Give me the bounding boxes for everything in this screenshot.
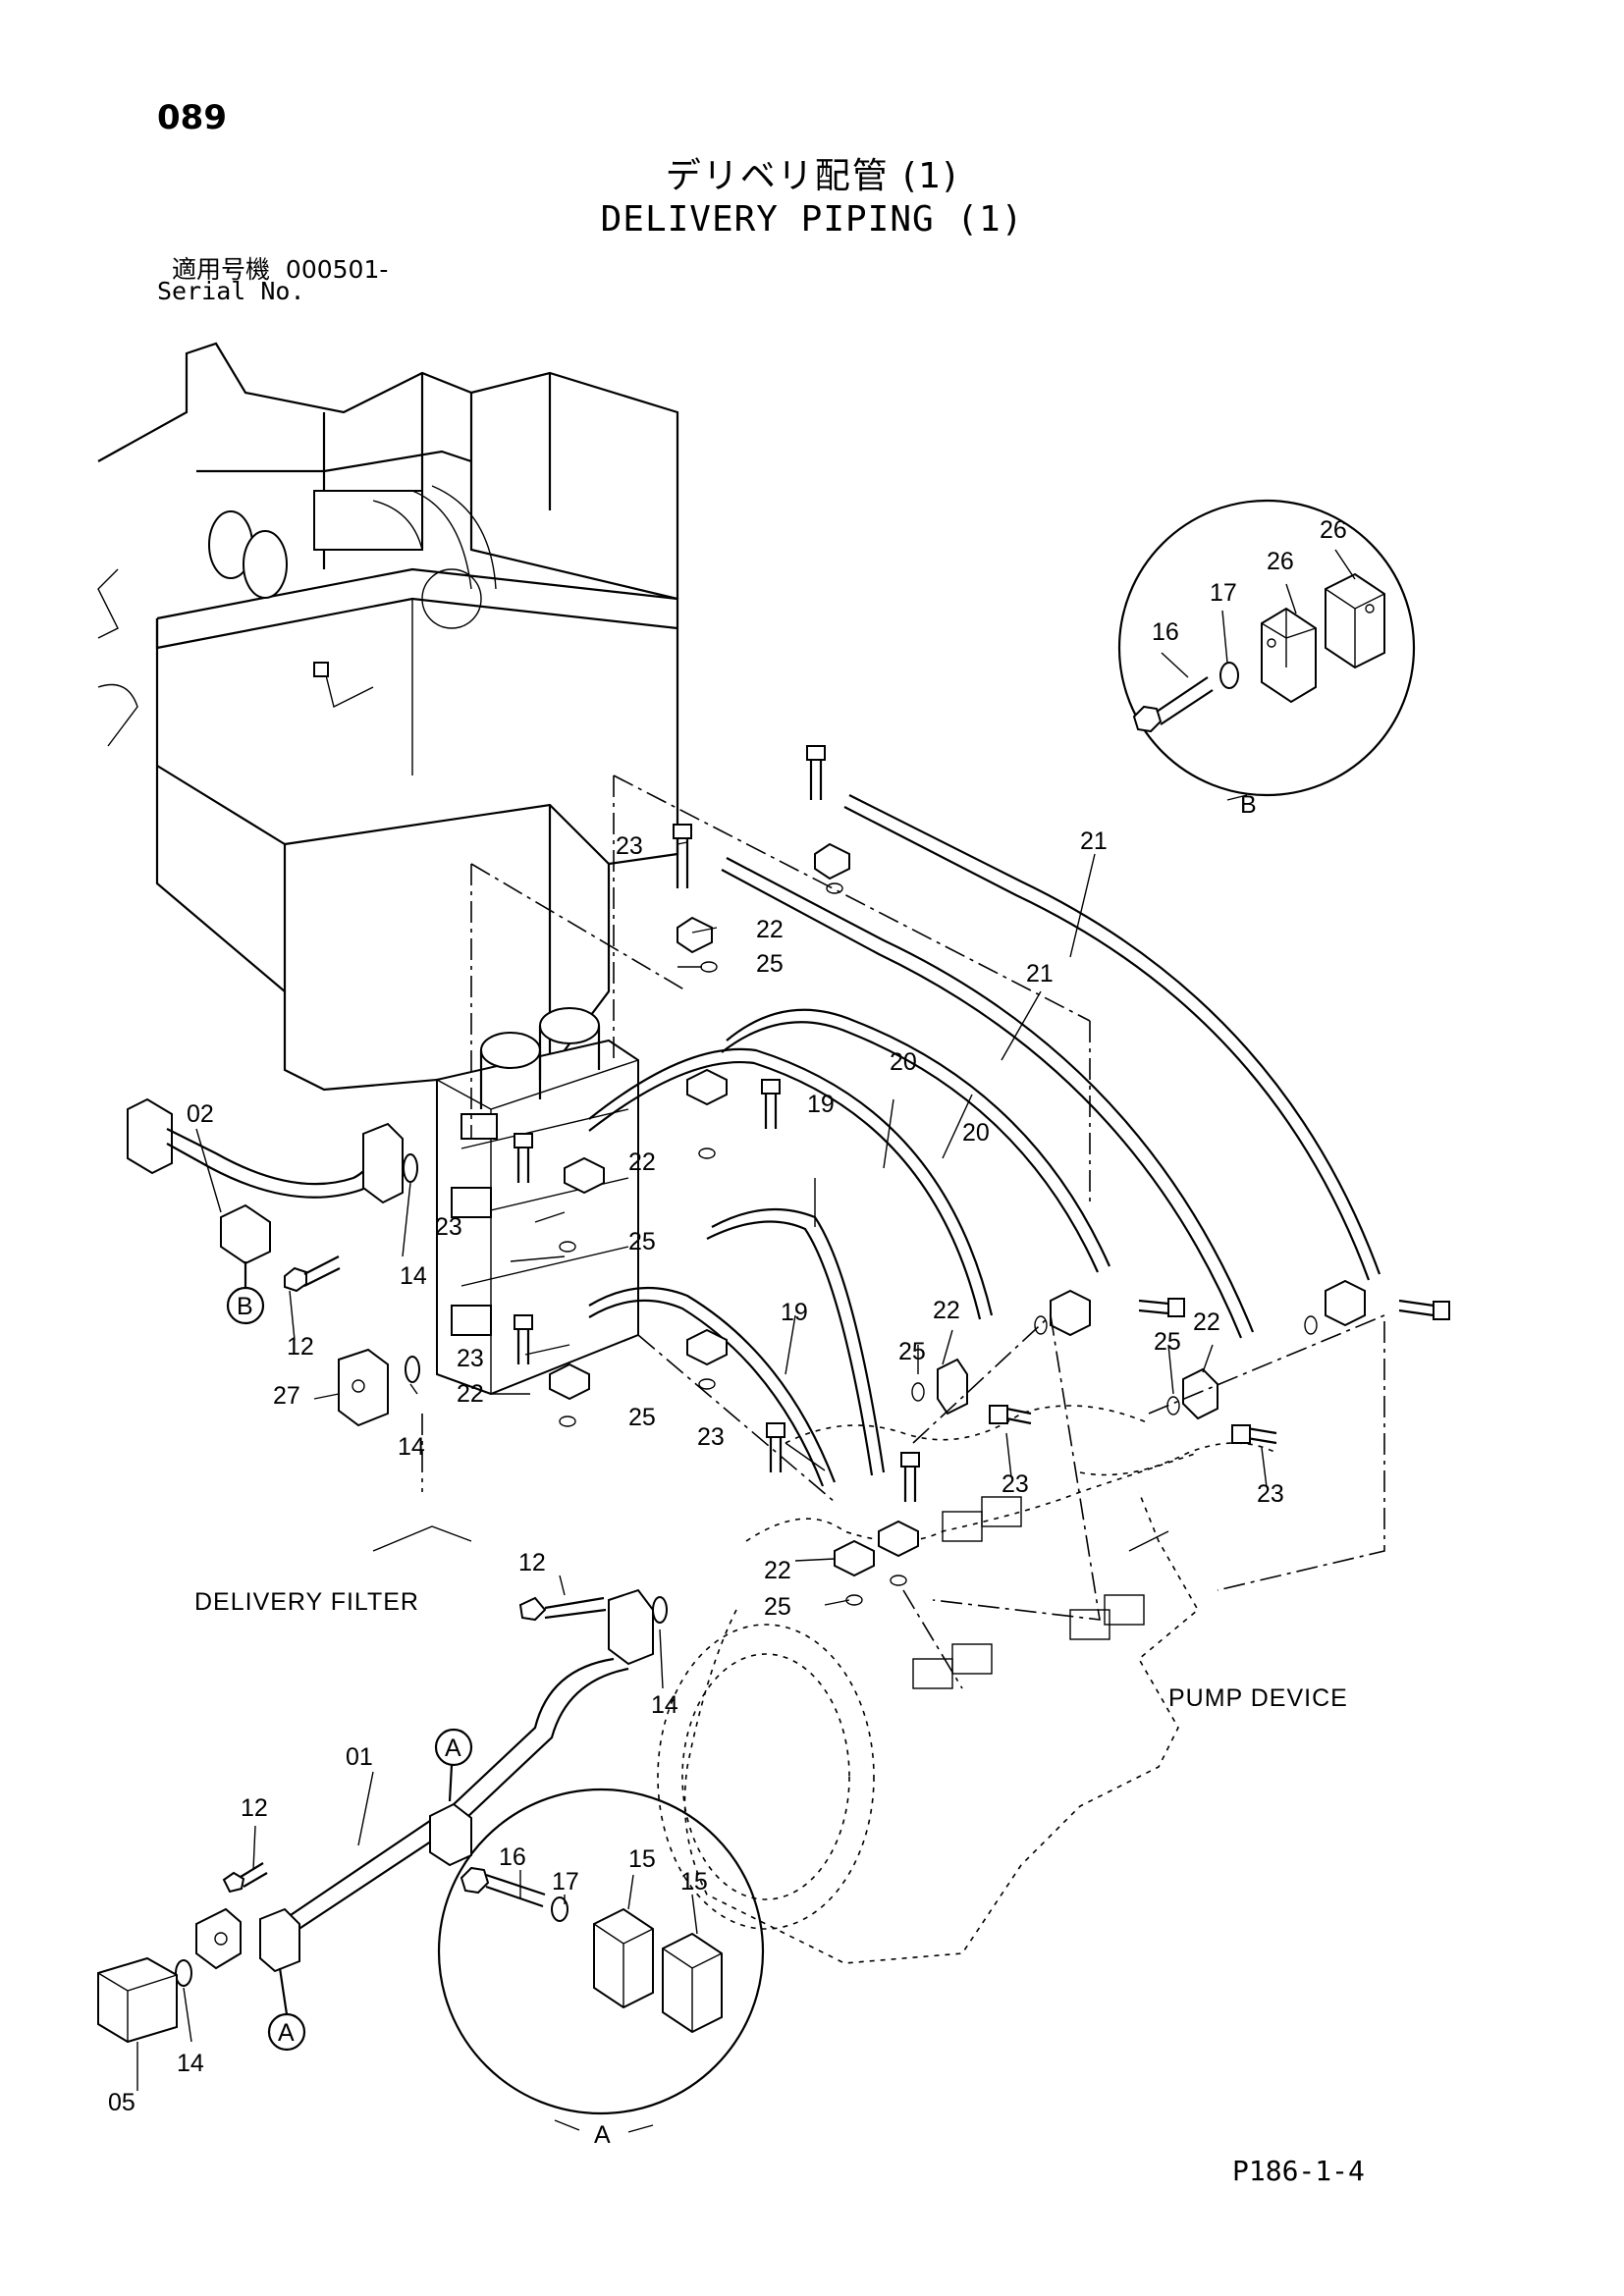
part-label-02: 02 — [187, 1100, 214, 1128]
detail-a-circle — [437, 1788, 765, 2115]
part-label-23-pump-right: 23 — [1257, 1480, 1284, 1508]
part-label-17-b: 17 — [1210, 579, 1237, 607]
part-label-22-lower-left: 22 — [457, 1380, 484, 1408]
label-a-callout-lower: A — [278, 2019, 295, 2047]
document-code: P186-1-4 — [1232, 2155, 1365, 2187]
part-label-22-pump-right: 22 — [1193, 1308, 1220, 1336]
label-pump-device: PUMP DEVICE — [1168, 1684, 1348, 1712]
part-label-25-top: 25 — [756, 950, 784, 978]
part-label-27: 27 — [273, 1382, 300, 1410]
part-label-23-top: 23 — [616, 832, 643, 860]
part-label-19-upper: 19 — [807, 1091, 835, 1118]
part-label-26-left: 26 — [1267, 548, 1294, 575]
part-label-25-pump-left: 25 — [898, 1338, 926, 1365]
part-label-17-a: 17 — [552, 1868, 579, 1896]
pipe-19-set — [588, 1207, 886, 1487]
part-label-15-right: 15 — [680, 1868, 708, 1896]
part-label-23-lower-mid: 23 — [697, 1423, 725, 1451]
part-label-23-mid: 23 — [435, 1213, 462, 1241]
part-label-20-left: 20 — [890, 1048, 917, 1076]
detail-b-circle — [1117, 499, 1416, 801]
pump-device-outline — [657, 1405, 1277, 1964]
part-label-21-lower: 21 — [1026, 960, 1054, 988]
part-label-01: 01 — [346, 1743, 373, 1771]
pipe-21-set — [721, 793, 1381, 1339]
label-detail-b: B — [1240, 791, 1257, 819]
label-b-callout: B — [237, 1293, 253, 1320]
part-label-16-a: 16 — [499, 1843, 526, 1871]
part-label-20-right: 20 — [962, 1119, 990, 1147]
guide-lines — [421, 774, 1385, 1689]
part-label-19-lower: 19 — [781, 1299, 808, 1326]
leader-lines — [136, 549, 1356, 2133]
part-label-22-mid: 22 — [628, 1148, 656, 1176]
title-english: DELIVERY PIPING (1) — [600, 199, 1024, 240]
machine-frame — [97, 342, 679, 1092]
part-labels: 16 17 26 26 B 21 21 20 20 19 19 23 22 25… — [108, 516, 1348, 2149]
part-label-16-b: 16 — [1152, 618, 1179, 646]
part-label-25-lower-left: 25 — [628, 1404, 656, 1431]
part-label-14-bottom: 14 — [177, 2050, 204, 2077]
part-label-12-upper: 12 — [518, 1549, 546, 1576]
part-label-12-left: 12 — [287, 1333, 314, 1361]
part-label-22-pump-left: 22 — [933, 1297, 960, 1324]
serial-label-en: Serial No. — [157, 277, 305, 305]
label-delivery-filter: DELIVERY FILTER — [194, 1588, 419, 1616]
flanges-and-bolts — [514, 745, 1450, 1689]
part-label-12-lower: 12 — [241, 1794, 268, 1822]
delivery-filter-block — [436, 1007, 639, 1396]
pipe-02-assembly: B — [127, 1097, 418, 1325]
part-label-14-upper: 14 — [400, 1262, 427, 1290]
part-label-21-upper: 21 — [1080, 828, 1108, 855]
part-label-22-bottom: 22 — [764, 1557, 791, 1584]
part-label-25-bottom: 25 — [764, 1593, 791, 1621]
part-label-14-lower: 14 — [651, 1691, 678, 1719]
label-detail-a: A — [594, 2121, 611, 2149]
part-label-23-lower-left: 23 — [457, 1345, 484, 1372]
label-a-callout-upper: A — [445, 1735, 461, 1762]
serial-value: 000501- — [285, 255, 389, 284]
part-27-block — [338, 1348, 420, 1427]
page-number: 089 — [157, 98, 227, 137]
title-japanese: デリベリ配管 (1) — [665, 156, 959, 196]
part-label-25-pump-right: 25 — [1154, 1328, 1181, 1356]
part-label-22-top: 22 — [756, 916, 784, 943]
part-label-14-mid: 14 — [398, 1433, 425, 1461]
part-label-26-right: 26 — [1320, 516, 1347, 544]
part-label-25-mid: 25 — [628, 1228, 656, 1255]
pipe-01-assembly: A A — [97, 1588, 668, 2052]
serial-line-japanese: 適用号機 000501- — [172, 250, 388, 286]
pipe-20-set — [588, 1008, 1111, 1320]
part-label-23-pump-left: 23 — [1001, 1470, 1029, 1498]
serial-label-jp: 適用号機 — [172, 255, 271, 284]
part-label-05: 05 — [108, 2089, 135, 2116]
part-label-15-left: 15 — [628, 1845, 656, 1873]
